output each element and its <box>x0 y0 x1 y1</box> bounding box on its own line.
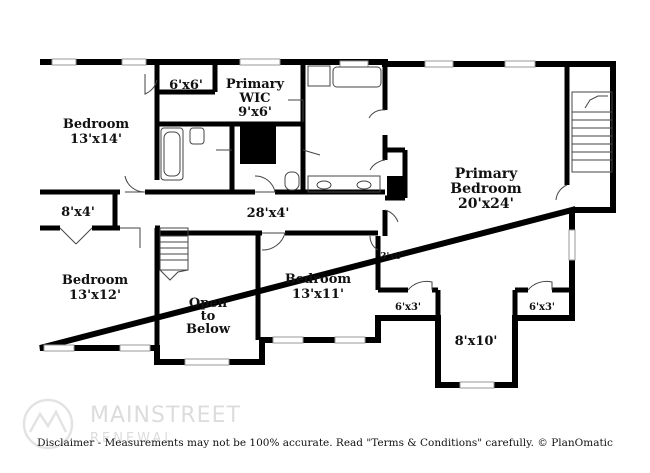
watermark-line2: RENEWAL <box>90 431 174 446</box>
room-sitting-8x10: 8'x10' <box>455 334 498 349</box>
room-size: 9'x6' <box>238 105 272 120</box>
room-size: 20'x24' <box>458 196 514 212</box>
room-primary-wic: Primary WIC 9'x6' <box>226 77 285 120</box>
room-name-line2: Bedroom <box>450 181 522 197</box>
room-name: Bedroom <box>62 273 129 288</box>
room-bedroom-nw: Bedroom 13'x14' <box>63 117 130 147</box>
room-size: 6'x3' <box>395 302 421 313</box>
room-name-line2: WIC <box>238 91 270 106</box>
label-line2: to <box>201 309 216 324</box>
room-primary-bedroom: Primary Bedroom 20'x24' <box>450 166 522 212</box>
room-closet-3x6: 3'x6' <box>380 252 403 262</box>
room-bedroom-sw: Bedroom 13'x12' <box>62 273 129 303</box>
room-name-line1: Primary <box>455 166 518 182</box>
room-name-line1: Primary <box>226 77 285 92</box>
room-size: 13'x12' <box>69 288 121 303</box>
label-line1: Open <box>189 296 228 311</box>
outer-walls <box>39 59 616 388</box>
room-size: 3'x6' <box>380 252 403 262</box>
room-open-to-below: Open to Below <box>186 296 231 337</box>
staircase-center <box>159 227 189 281</box>
room-closet-8x4: 8'x4' <box>61 205 95 220</box>
bathroom-fixtures <box>160 65 382 193</box>
room-name: Bedroom <box>63 117 130 132</box>
room-closet-6x3-right: 6'x3' <box>529 302 555 313</box>
room-bedroom-s: Bedroom 13'x11' <box>285 272 352 302</box>
room-size: 28'x4' <box>247 206 290 221</box>
room-hall: 28'x4' <box>247 206 290 221</box>
room-closet-6x3-left: 6'x3' <box>395 302 421 313</box>
room-size: 13'x11' <box>292 287 344 302</box>
label-line3: Below <box>186 322 231 337</box>
mainstreet-logo: MAINSTREET RENEWAL <box>22 398 241 450</box>
room-size: 8'x10' <box>455 334 498 349</box>
watermark-line1: MAINSTREET <box>90 403 241 428</box>
room-name: Bedroom <box>285 272 352 287</box>
room-size: 13'x14' <box>70 132 122 147</box>
windows <box>43 58 576 389</box>
room-size: 8'x4' <box>61 205 95 220</box>
room-closet-6x6: 6'x6' <box>169 78 203 93</box>
disclaimer-text: Disclaimer - Measurements may not be 100… <box>37 437 613 449</box>
doors <box>59 74 568 291</box>
staircase-right <box>571 91 613 173</box>
room-size: 6'x3' <box>529 302 555 313</box>
room-size: 6'x6' <box>169 78 203 93</box>
chimney-blocks <box>240 126 405 198</box>
